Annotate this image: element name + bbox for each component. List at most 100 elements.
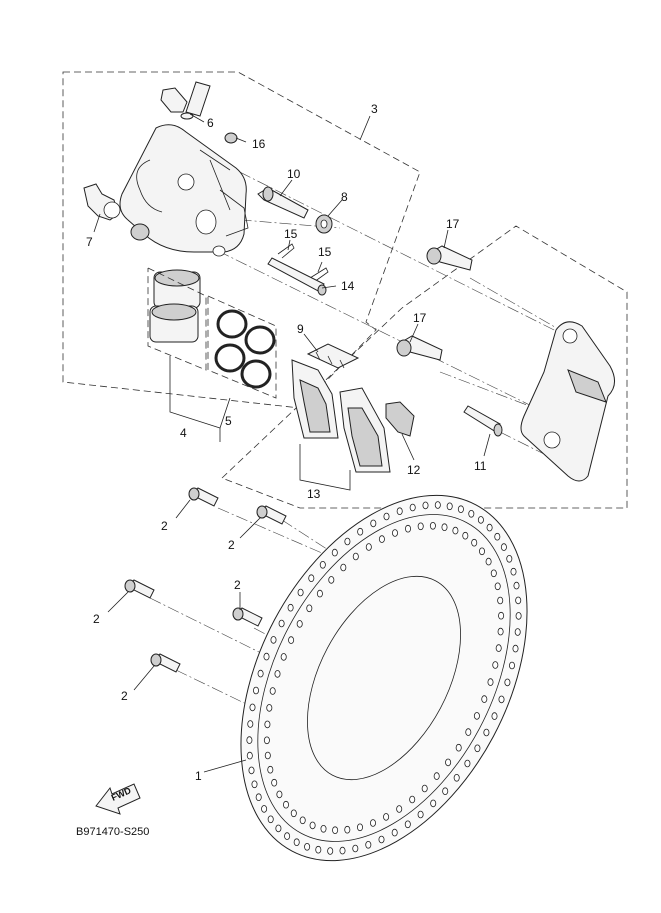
disc-hole	[278, 619, 285, 628]
disc-hole	[252, 686, 259, 695]
disc-hole	[264, 751, 271, 760]
disc-hole	[465, 728, 472, 736]
disc-hole	[452, 526, 459, 535]
disc-hole	[296, 620, 303, 628]
disc-hole	[263, 736, 270, 745]
disc-hole	[494, 532, 501, 541]
disc-hole	[404, 820, 411, 829]
diagram-reference-code: B971470-S250	[76, 826, 149, 838]
disc-hole	[404, 524, 411, 533]
disc-hole	[309, 821, 316, 830]
disc-hole	[344, 537, 351, 546]
disc-hole	[500, 543, 507, 551]
disc-hole	[370, 519, 377, 528]
disc-hole	[492, 661, 499, 669]
disc-hole	[478, 547, 485, 556]
disc-hole	[446, 502, 453, 511]
disc-hole	[434, 501, 441, 509]
disc-hole	[464, 759, 471, 768]
callout-14: 14	[341, 279, 355, 293]
caliper-pin	[257, 186, 309, 219]
disc-hole	[486, 523, 493, 532]
disc-hole	[287, 603, 294, 612]
disc-hole	[328, 576, 335, 584]
leader-lines	[93, 113, 491, 773]
disc-hole	[430, 799, 437, 808]
brake-caliper-body	[119, 124, 249, 257]
disc-hole	[495, 644, 502, 652]
disc-hole	[271, 778, 278, 787]
disc-hole	[246, 736, 253, 744]
disc-hole	[263, 652, 270, 661]
disc-bolts	[124, 487, 287, 673]
disc-hole	[248, 766, 255, 775]
disc-hole	[261, 805, 268, 813]
disc-hole	[251, 780, 258, 789]
disc-hole	[514, 628, 521, 636]
disc-hole	[396, 805, 403, 813]
disc-hole	[471, 538, 478, 547]
disc-hole	[269, 687, 276, 695]
disc-hole	[421, 784, 428, 793]
disc-hole	[270, 636, 277, 644]
disc-hole	[320, 824, 327, 833]
disc-hole	[508, 661, 515, 670]
disc-hole	[332, 826, 339, 834]
brake-pads	[291, 359, 391, 491]
disc-hole	[445, 758, 452, 767]
disc-hole	[396, 507, 403, 516]
disc-hole	[255, 793, 262, 801]
disc-hole	[275, 824, 282, 833]
disc-hole	[288, 636, 295, 644]
disc-hole	[276, 790, 283, 799]
disc-hole	[457, 505, 464, 514]
callout-1: 1	[195, 769, 202, 783]
disc-hole	[494, 582, 501, 591]
disc-hole	[490, 569, 497, 578]
disc-hole	[280, 653, 287, 661]
disc-hole	[316, 589, 323, 598]
callout-5: 5	[225, 414, 232, 428]
pad-clips	[277, 243, 329, 283]
disc-hole	[306, 604, 313, 613]
callout-15-a: 15	[284, 227, 298, 241]
disc-hole	[284, 832, 291, 840]
callout-2-d: 2	[234, 578, 241, 592]
disc-hole	[304, 842, 311, 851]
disc-hole	[369, 819, 376, 827]
disc-hole	[297, 588, 304, 597]
disc-hole	[442, 787, 449, 795]
disc-hole	[513, 581, 520, 590]
caliper-bracket	[520, 321, 615, 482]
rubber-bush	[315, 214, 333, 234]
disc-hole	[391, 828, 398, 837]
disc-hole	[249, 703, 256, 712]
disc-hole	[510, 567, 517, 576]
disc-hole	[257, 669, 264, 678]
callout-11: 11	[474, 459, 487, 473]
piston-seals	[207, 295, 277, 399]
disc-hole	[293, 838, 300, 846]
disc-hole	[441, 523, 448, 531]
caliper-sleeve	[83, 183, 121, 221]
disc-hole	[483, 728, 490, 737]
mounting-bolts	[396, 245, 473, 361]
disc-hole	[290, 809, 297, 818]
brake-disc	[240, 494, 528, 862]
bleed-cap	[224, 132, 238, 144]
callout-6: 6	[207, 116, 214, 130]
disc-hole	[453, 773, 460, 782]
disc-hole	[512, 644, 519, 653]
callout-3: 3	[371, 102, 378, 116]
disc-hole	[485, 557, 492, 566]
callout-4: 4	[180, 426, 187, 440]
disc-hole	[422, 501, 429, 510]
disc-hole	[497, 627, 504, 636]
disc-hole	[409, 795, 416, 804]
disc-hole	[515, 612, 522, 620]
disc-hole	[331, 548, 338, 557]
disc-hole	[378, 535, 385, 543]
caliper-assembly-outline	[62, 71, 421, 409]
disc-hole	[498, 611, 505, 620]
disc-hole	[267, 765, 274, 774]
